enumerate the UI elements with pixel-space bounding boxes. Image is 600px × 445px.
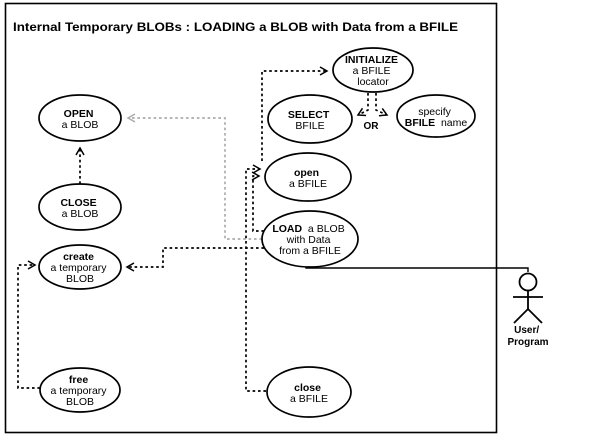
- use-case-close-a-bfile: close a BFILE: [266, 366, 352, 418]
- ellipse-shape: [261, 210, 359, 268]
- use-case-create-temporary-blob: create a temporary BLOB: [38, 244, 122, 290]
- connector-load-to-create-temp-blob: [125, 247, 264, 272]
- ellipse-shape: [332, 47, 414, 93]
- page-title: Internal Temporary BLOBs : LOADING a BLO…: [13, 20, 458, 34]
- ellipse-shape: [38, 183, 122, 231]
- use-case-label: create a temporary BLOB: [51, 251, 110, 285]
- use-case-free-temporary-blob: free a temporary BLOB: [39, 367, 121, 413]
- use-case-load-blob-from-bfile: LOAD a BLOB with Data from a BFILE: [261, 210, 359, 268]
- use-case-open-a-bfile: open a BFILE: [264, 152, 352, 202]
- use-case-label: OPEN a BLOB: [62, 108, 99, 131]
- actor-user-program: User/ Program: [507, 272, 549, 348]
- use-case-label: INITIALIZE a BFILE locator: [345, 54, 401, 88]
- ellipse-shape: [264, 152, 352, 202]
- use-case-select-bfile: SELECT BFILE: [267, 94, 353, 144]
- use-case-initialize-bfile-locator: INITIALIZE a BFILE locator: [332, 47, 414, 93]
- connector-initialize-to-specify-bfile-name: [375, 93, 389, 117]
- use-case-label: free a temporary BLOB: [51, 374, 110, 408]
- use-case-open-a-blob: OPEN a BLOB: [38, 94, 122, 142]
- use-case-label: open a BFILE: [289, 167, 327, 190]
- use-case-specify-bfile-name: specify BFILE name: [396, 94, 476, 138]
- ellipse-shape: [39, 367, 121, 413]
- connector-initialize-to-select-bfile: [356, 93, 369, 117]
- ellipse-shape: [266, 366, 352, 418]
- connector-free-to-create-temp-blob: [17, 260, 40, 389]
- actor-label: User/ Program: [507, 325, 548, 348]
- connector-close-bfile-to-open-bfile: [245, 164, 266, 392]
- actor-left-leg: [513, 308, 529, 324]
- or-label: OR: [364, 121, 380, 132]
- use-case-close-a-blob: CLOSE a BLOB: [38, 183, 122, 231]
- ellipse-shape: [267, 94, 353, 144]
- use-case-label: LOAD a BLOB with Data from a BFILE: [272, 223, 347, 257]
- use-case-label: CLOSE a BLOB: [60, 197, 99, 220]
- actor-icon: [513, 272, 543, 324]
- use-case-label: specify BFILE name: [405, 106, 468, 129]
- ellipse-shape: [396, 94, 476, 138]
- connector-load-to-open-blob: [126, 113, 262, 240]
- actor-right-leg: [527, 308, 543, 324]
- connector-load-to-open-bfile: [251, 171, 264, 232]
- ellipse-shape: [38, 244, 122, 290]
- use-case-label: SELECT BFILE: [288, 109, 332, 132]
- ellipse-shape: [38, 94, 122, 142]
- use-case-label: close a BFILE: [290, 382, 328, 405]
- diagram-frame: [4, 2, 498, 434]
